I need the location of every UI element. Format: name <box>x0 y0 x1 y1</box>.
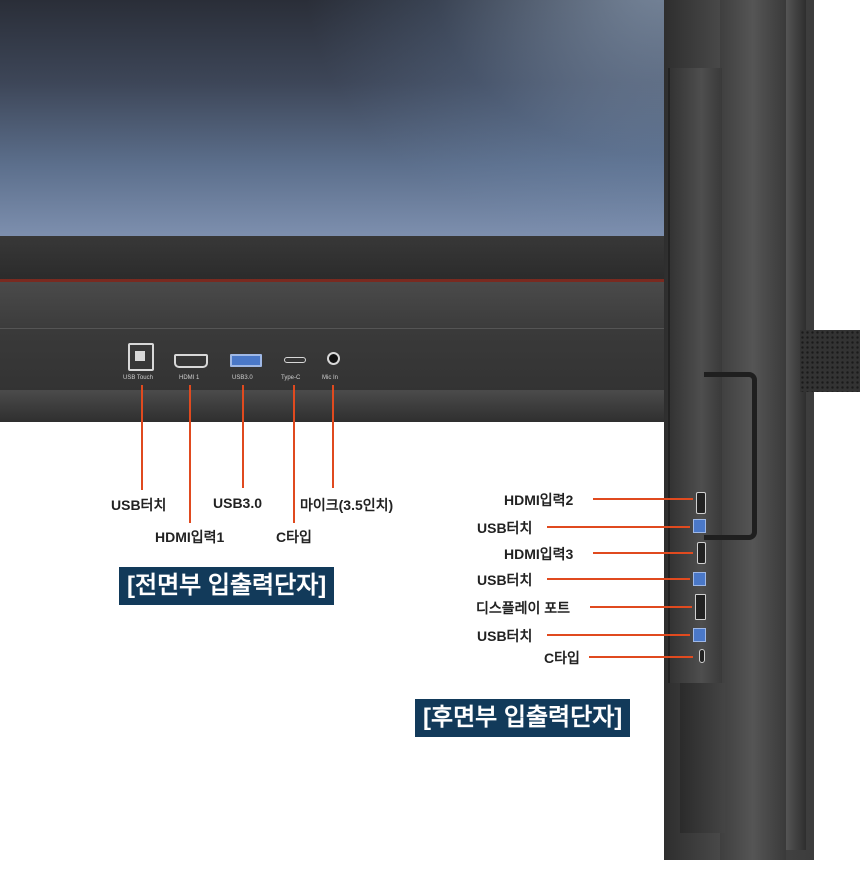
leader-line-mic <box>332 385 334 488</box>
rear-displayport-port-icon <box>695 594 706 620</box>
leader-line-hdmi3 <box>593 552 693 554</box>
leader-line-rear-usb-touch-2 <box>547 578 690 580</box>
rear-usb-touch-1-port-icon <box>693 519 706 533</box>
usb3-silk-label: USB3.0 <box>232 375 253 381</box>
leader-line-rear-usb-touch-3 <box>547 634 690 636</box>
label-hdmi1: HDMI입력1 <box>155 529 225 545</box>
leader-line-hdmi2 <box>593 498 693 500</box>
leader-line-displayport <box>590 606 692 608</box>
mic-silk-label: Mic In <box>322 375 339 381</box>
usb-touch-silk-label: USB Touch <box>123 375 153 381</box>
label-rear-usb-touch-2: USB터치 <box>477 572 533 588</box>
label-usb-touch: USB터치 <box>111 497 167 513</box>
front-ledge <box>0 282 700 328</box>
label-usb3: USB3.0 <box>213 495 263 511</box>
leader-line-rear-typec <box>589 656 693 658</box>
rear-usb-touch-2-port-icon <box>693 572 706 586</box>
display-screen <box>0 0 700 236</box>
speaker-grille <box>800 330 860 392</box>
label-rear-usb-touch-1: USB터치 <box>477 520 533 536</box>
leader-line-hdmi1 <box>189 385 191 523</box>
bottom-bezel <box>0 236 700 280</box>
label-typec: C타입 <box>276 529 312 545</box>
type-c-silk-label: Type-C <box>281 375 301 381</box>
front-lip <box>0 390 700 422</box>
label-rear-usb-touch-3: USB터치 <box>477 628 533 644</box>
usb-touch-port-icon <box>128 343 154 371</box>
label-hdmi3: HDMI입력3 <box>504 546 574 562</box>
leader-line-usb3 <box>242 385 244 488</box>
label-mic: 마이크(3.5인치) <box>300 497 394 513</box>
front-io-title: [전면부 입출력단자] <box>119 567 335 605</box>
type-c-port-icon <box>284 357 306 363</box>
leader-line-usb-touch <box>141 385 143 490</box>
label-hdmi2: HDMI입력2 <box>504 492 574 508</box>
label-displayport: 디스플레이 포트 <box>476 600 571 616</box>
rear-hdmi2-port-icon <box>696 492 706 514</box>
handle <box>704 372 757 540</box>
leader-line-typec <box>293 385 295 523</box>
rear-usb-touch-3-port-icon <box>693 628 706 642</box>
label-rear-typec: C타입 <box>544 650 580 666</box>
accent-line <box>0 279 700 282</box>
side-outer-edge <box>786 0 806 850</box>
hdmi1-silk-label: HDMI 1 <box>179 375 200 381</box>
rear-io-title: [후면부 입출력단자] <box>415 699 631 737</box>
mic-jack-icon <box>327 352 340 365</box>
usb3-port-icon <box>230 354 262 367</box>
rear-typec-port-icon <box>699 649 705 663</box>
hdmi1-port-icon <box>174 354 208 368</box>
stand-bracket <box>680 683 725 833</box>
leader-line-rear-usb-touch-1 <box>547 526 690 528</box>
rear-hdmi3-port-icon <box>697 542 706 564</box>
front-io-band <box>0 328 700 391</box>
